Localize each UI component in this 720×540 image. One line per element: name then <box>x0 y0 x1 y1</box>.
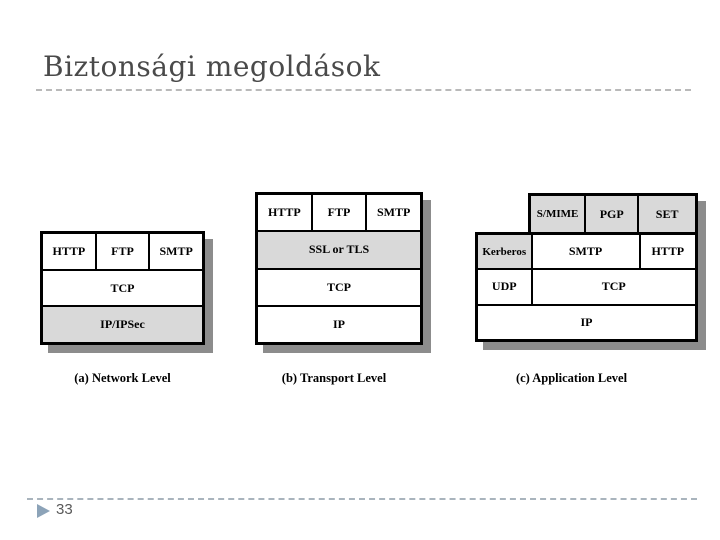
cell-smtp: SMTP <box>148 234 203 269</box>
cell-ip: IP <box>478 305 695 339</box>
caption-application-level: (c) Application Level <box>515 371 628 385</box>
caption-network-level: (a) Network Level <box>74 371 171 385</box>
cell-tcp: TCP <box>43 270 202 306</box>
cell-ip: IP <box>258 306 420 342</box>
cell-smtp: SMTP <box>365 195 421 231</box>
diagram-a-ip-row: IP/IPSec <box>43 305 202 343</box>
diagram-transport-level: HTTP FTP SMTP SSL or TLS TCP IP <box>255 192 423 345</box>
diagram-b-ssl-row: SSL or TLS <box>258 230 420 268</box>
cell-http: HTTP <box>258 195 311 231</box>
cell-tcp: TCP <box>530 270 695 304</box>
diagram-b-tcp-row: TCP <box>258 267 420 305</box>
diagram-c-ip-row: IP <box>478 303 695 339</box>
diagram-b-ip-row: IP <box>258 304 420 342</box>
page-number: 33 <box>56 501 73 518</box>
cell-udp: UDP <box>478 270 531 304</box>
cell-set: SET <box>637 196 695 232</box>
cell-smtp: SMTP <box>530 235 639 269</box>
cell-http: HTTP <box>638 235 695 269</box>
footer-divider <box>27 498 697 500</box>
caption-transport-level: (b) Transport Level <box>281 371 387 385</box>
cell-kerberos: Kerberos <box>478 235 531 269</box>
cell-smime: S/MIME <box>531 196 585 232</box>
diagram-network-level: HTTP FTP SMTP TCP IP/IPSec <box>40 231 205 345</box>
cell-ip-ipsec: IP/IPSec <box>43 307 202 343</box>
diagram-c-transport-row: UDP TCP <box>478 268 695 304</box>
diagram-a-tcp-row: TCP <box>43 268 202 306</box>
diagram-c-lower-block: Kerberos SMTP HTTP UDP TCP IP <box>475 232 698 342</box>
slide-title: Biztonsági megoldások <box>43 50 381 83</box>
diagram-a-app-row: HTTP FTP SMTP <box>43 234 203 269</box>
cell-ftp: FTP <box>310 195 366 231</box>
diagram-c-session-row: Kerberos SMTP HTTP <box>478 235 695 269</box>
diagram-b-app-row: HTTP FTP SMTP <box>258 195 421 231</box>
cell-pgp: PGP <box>584 196 638 232</box>
title-divider <box>36 89 691 91</box>
diagram-application-level: S/MIME PGP SET Kerberos SMTP HTTP UDP TC… <box>475 193 698 342</box>
cell-ftp: FTP <box>94 234 149 269</box>
diagram-c-app-row: S/MIME PGP SET <box>528 193 698 232</box>
cell-http: HTTP <box>43 234 95 269</box>
cell-tcp: TCP <box>258 269 420 305</box>
cell-ssl-tls: SSL or TLS <box>258 232 420 268</box>
slide-bullet-triangle-icon <box>37 504 50 518</box>
